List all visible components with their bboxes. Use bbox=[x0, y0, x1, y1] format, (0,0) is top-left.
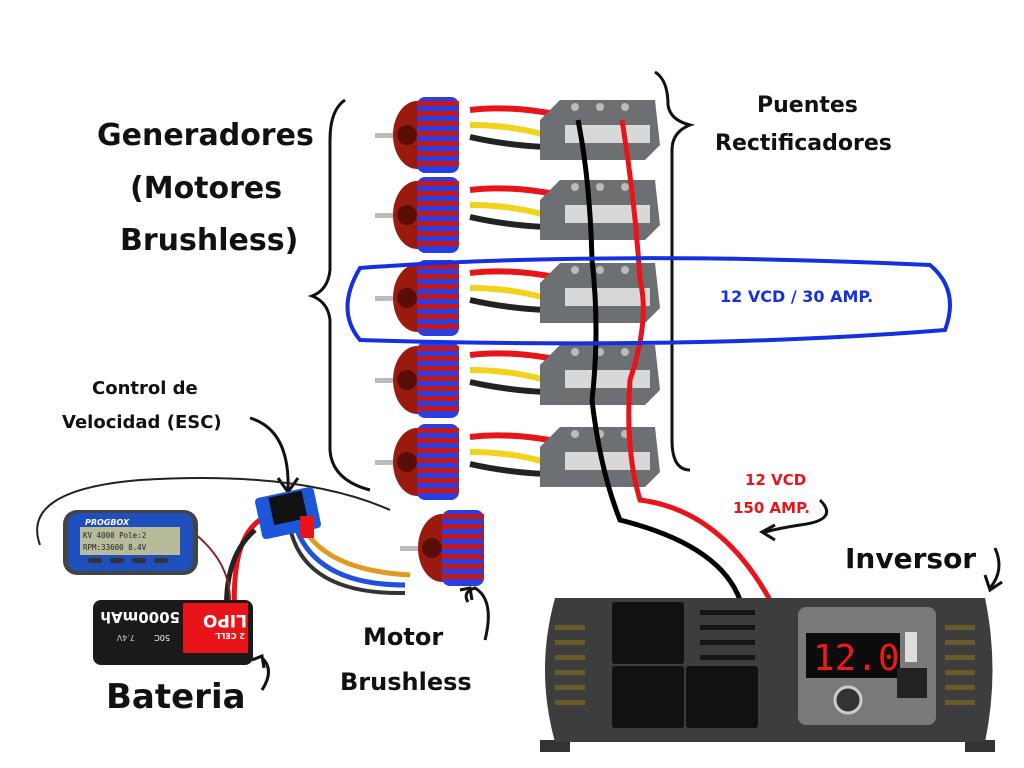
bridge-rectifier bbox=[540, 100, 660, 160]
battery-type: LIPO bbox=[203, 610, 247, 630]
negative-bus-wire bbox=[575, 119, 743, 601]
total-output-voltage-label: 12 VCD bbox=[745, 471, 806, 489]
generators-label-2: (Motores bbox=[130, 171, 282, 206]
bridge-rectifier bbox=[540, 345, 660, 405]
progbox-line-2: RPM:33600 8.4V bbox=[83, 543, 147, 552]
battery-capacity: 5000mAh bbox=[100, 608, 180, 626]
esc-label-1: Control de bbox=[92, 378, 198, 399]
power-button bbox=[833, 685, 863, 715]
generator-unit bbox=[375, 177, 660, 253]
battery-cells: 2 CELL bbox=[215, 631, 245, 640]
esc-device bbox=[255, 486, 321, 540]
progbox-line-1: KV 4000 Pole:2 bbox=[83, 531, 146, 540]
motor-label-1: Motor bbox=[363, 623, 443, 651]
generators-label-3: Brushless) bbox=[120, 223, 298, 258]
battery-voltage: 7.4V bbox=[116, 633, 135, 642]
bridge-rectifier bbox=[540, 263, 660, 323]
per-unit-output-label: 12 VCD / 30 AMP. bbox=[720, 287, 873, 306]
battery-rating: 50C bbox=[154, 633, 170, 642]
left-brace bbox=[307, 98, 371, 492]
rectifiers-label-1: Puentes bbox=[757, 93, 858, 118]
generator-unit bbox=[375, 97, 660, 173]
total-output-current-label: 150 AMP. bbox=[733, 499, 810, 517]
inverter-display: 12.0 bbox=[813, 638, 900, 679]
brushless-motor bbox=[375, 260, 459, 336]
esc-label-2: Velocidad (ESC) bbox=[62, 412, 222, 433]
rectifiers-label-2: Rectificadores bbox=[715, 131, 892, 156]
right-brace bbox=[654, 70, 695, 472]
brushless-motor bbox=[400, 510, 484, 586]
generators-label-1: Generadores bbox=[97, 118, 314, 153]
lipo-battery: LIPO 2 CELL 5000mAh 50C 7.4V bbox=[93, 600, 253, 665]
bridge-rectifier bbox=[540, 180, 660, 240]
brushless-motor bbox=[375, 342, 459, 418]
usb-port bbox=[905, 632, 917, 662]
generator-unit bbox=[375, 424, 660, 500]
ac-outlet bbox=[686, 666, 758, 728]
generator-unit bbox=[375, 260, 660, 336]
positive-bus-wire bbox=[619, 119, 773, 602]
progbox-cable bbox=[36, 477, 391, 546]
remote-port bbox=[897, 668, 927, 698]
brushless-motor bbox=[375, 177, 459, 253]
inverter-arrow bbox=[983, 547, 1003, 593]
esc-motor-wire-black bbox=[288, 527, 406, 596]
brushless-motor bbox=[375, 424, 459, 500]
inverter-label: Inversor bbox=[845, 542, 976, 575]
inverter-device: 12.0 bbox=[540, 598, 995, 752]
brushless-motor bbox=[375, 97, 459, 173]
motor-label-2: Brushless bbox=[340, 668, 472, 696]
battery-arrow bbox=[251, 653, 270, 691]
ac-outlet bbox=[612, 602, 684, 664]
progbox-brand: PROGBOX bbox=[85, 518, 130, 527]
generator-unit bbox=[375, 342, 660, 418]
progbox-device: PROGBOX KV 4000 Pole:2 RPM:33600 8.4V bbox=[63, 510, 198, 575]
motor-arrow bbox=[459, 586, 490, 641]
battery-label: Bateria bbox=[106, 677, 246, 717]
total-output-arrow bbox=[758, 498, 829, 542]
highlight-loop bbox=[345, 256, 952, 346]
ac-outlet bbox=[612, 666, 684, 728]
